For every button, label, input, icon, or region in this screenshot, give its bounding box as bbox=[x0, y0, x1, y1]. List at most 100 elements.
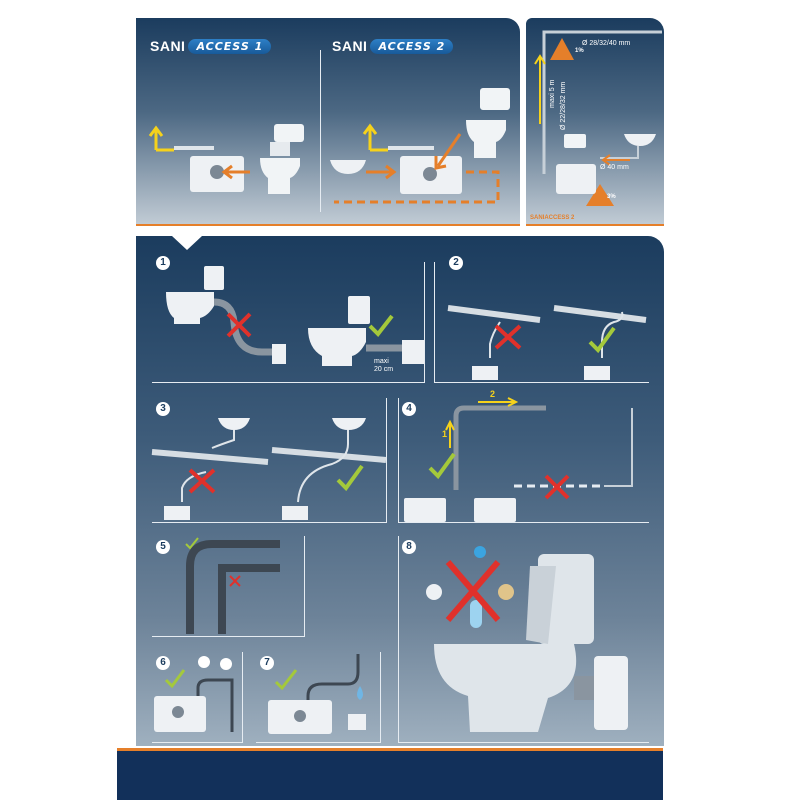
flow-arrow-icon bbox=[366, 164, 397, 180]
step-6-number: 6 bbox=[156, 656, 170, 670]
warning-triangle-bottom bbox=[586, 184, 614, 206]
hose bbox=[489, 321, 501, 358]
toilet-tank bbox=[564, 134, 586, 148]
pipe-diameter-side: Ø 22/28/32 mm bbox=[560, 81, 567, 130]
side-panel-orange-rule bbox=[526, 224, 664, 226]
top-panel-orange-rule bbox=[136, 224, 520, 226]
toilet-tank bbox=[204, 266, 224, 290]
step-4-arrow-2: 2 bbox=[490, 389, 496, 399]
pipe bbox=[174, 146, 214, 150]
warning-triangle-top bbox=[550, 38, 574, 60]
step-8-illustration bbox=[426, 546, 628, 732]
pump-small bbox=[584, 366, 610, 380]
bubble-icon bbox=[198, 656, 210, 668]
hose bbox=[181, 430, 235, 502]
pump-unit bbox=[474, 498, 516, 522]
step-1-note-line2: 20 cm bbox=[374, 366, 394, 373]
bucket-icon bbox=[348, 714, 366, 730]
height-label: maxi 5 m bbox=[549, 79, 556, 108]
top-panel-divider bbox=[320, 50, 321, 212]
item-icon bbox=[498, 584, 514, 600]
step-2-illustration bbox=[447, 305, 647, 380]
step-6-illustration bbox=[154, 656, 234, 732]
check-icon bbox=[428, 452, 456, 480]
toilet-tank bbox=[480, 88, 510, 110]
pump-unit bbox=[404, 498, 446, 522]
pipe bbox=[306, 654, 360, 702]
pipe bbox=[604, 408, 633, 487]
cross-icon bbox=[445, 560, 501, 622]
step-6-frame bbox=[152, 652, 243, 743]
brand-number: 2 bbox=[436, 39, 446, 53]
toilet-seat-lid bbox=[526, 566, 556, 644]
dashed-drain-line bbox=[334, 170, 500, 204]
brand-prefix: SANI bbox=[332, 38, 368, 54]
connector bbox=[574, 676, 596, 700]
basin bbox=[218, 418, 250, 430]
brand-number: 1 bbox=[254, 39, 264, 53]
brand-saniaccess-2: SANI ACCESS 2 bbox=[332, 38, 454, 54]
pump-small bbox=[272, 344, 286, 364]
pump-inlet bbox=[423, 167, 437, 181]
step-5-number: 5 bbox=[156, 540, 170, 554]
footer-orange-band bbox=[117, 748, 663, 751]
pump-unit bbox=[556, 164, 596, 194]
up-arrow-icon bbox=[362, 123, 388, 152]
horizontal-pipe bbox=[553, 305, 647, 323]
basin bbox=[330, 160, 366, 174]
step-7-frame bbox=[256, 652, 381, 743]
brand-prefix: SANI bbox=[150, 38, 186, 54]
basin bbox=[332, 418, 366, 430]
pump-small bbox=[402, 340, 424, 364]
step-3-number: 3 bbox=[156, 402, 170, 416]
step-2-number: 2 bbox=[449, 256, 463, 270]
check-icon bbox=[336, 464, 364, 492]
hose bbox=[601, 311, 624, 358]
flow-arrow-icon bbox=[221, 164, 250, 180]
saniaccess-1-illustration bbox=[148, 124, 304, 194]
basin bbox=[624, 134, 656, 146]
step-7-illustration bbox=[268, 654, 366, 734]
step-4-frame bbox=[398, 398, 649, 523]
step-1-number: 1 bbox=[156, 256, 170, 270]
check-icon bbox=[185, 537, 199, 550]
step-4-arrow-1: 1 bbox=[442, 429, 448, 439]
vertical-riser-pipe bbox=[542, 30, 662, 174]
pump-inlet bbox=[210, 165, 224, 179]
pump-unit bbox=[594, 656, 628, 730]
bubble-icon bbox=[220, 658, 232, 670]
horizontal-pipe bbox=[151, 449, 269, 465]
step-1-illustration bbox=[166, 266, 424, 366]
check-icon bbox=[588, 326, 616, 354]
item-icon bbox=[474, 546, 486, 558]
brand-product: ACCESS bbox=[378, 39, 432, 53]
drain-diameter: Ø 40 mm bbox=[600, 164, 629, 171]
step-2-frame bbox=[434, 262, 649, 383]
wide-bend-pipe bbox=[186, 540, 280, 634]
brand-product: ACCESS bbox=[196, 39, 250, 53]
cross-icon bbox=[544, 474, 570, 500]
up-arrow-icon bbox=[148, 125, 174, 152]
step-4-illustration bbox=[404, 397, 633, 522]
item-icon bbox=[470, 600, 482, 628]
horizontal-pipe bbox=[447, 305, 541, 323]
check-icon bbox=[368, 314, 394, 338]
tight-bend-pipe bbox=[218, 564, 280, 634]
riser-pipe bbox=[453, 405, 546, 490]
toilet-tank bbox=[274, 124, 304, 142]
horizontal-pipe bbox=[271, 447, 387, 463]
side-install-illustration bbox=[534, 30, 662, 206]
brand-product-pill: ACCESS 2 bbox=[370, 38, 454, 54]
step-4-number: 4 bbox=[402, 402, 416, 416]
toilet-bowl bbox=[308, 328, 366, 366]
step-8-frame bbox=[398, 536, 649, 743]
cross-icon bbox=[226, 312, 252, 338]
flow-arrow-icon bbox=[434, 133, 462, 170]
pump-small bbox=[472, 366, 498, 380]
toilet-tank bbox=[348, 296, 370, 324]
toilet-bowl bbox=[466, 120, 506, 158]
pipe-diameter-top: Ø 28/32/40 mm bbox=[582, 40, 631, 47]
right-arrow-icon bbox=[478, 397, 519, 407]
hose bbox=[297, 430, 349, 503]
